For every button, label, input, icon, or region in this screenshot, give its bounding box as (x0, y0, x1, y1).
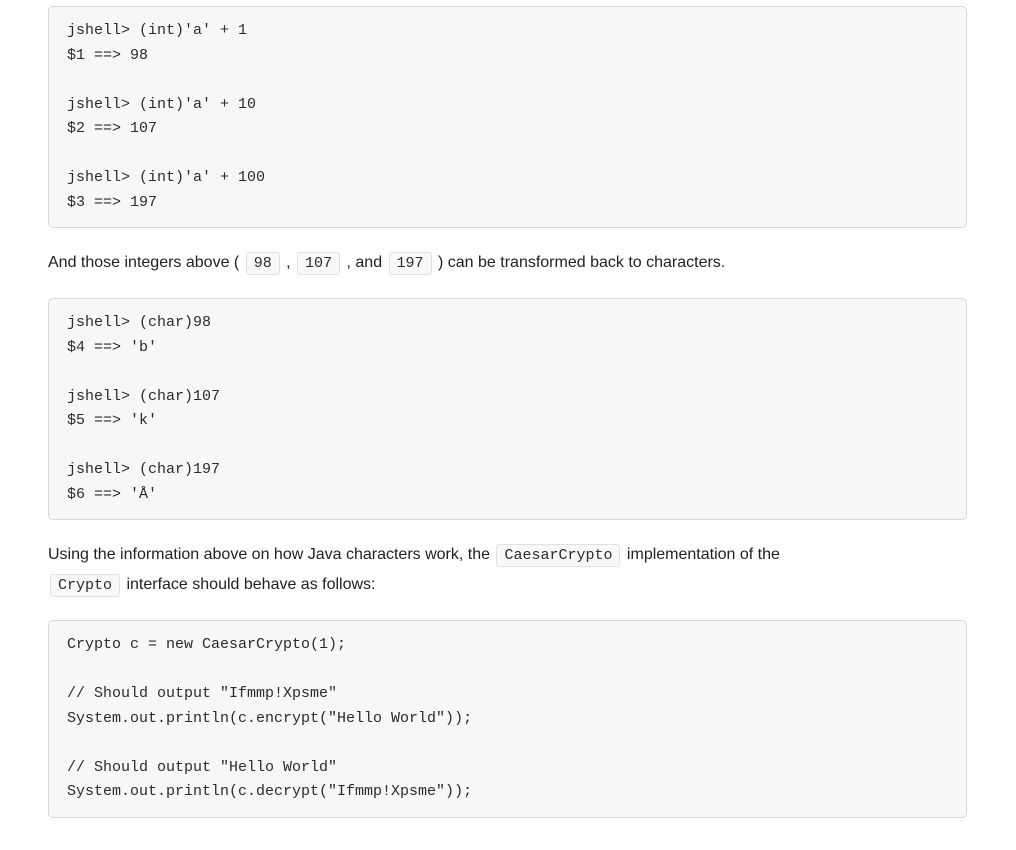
code-block-jshell-char-cast: jshell> (char)98 $4 ==> 'b' jshell> (cha… (48, 298, 967, 520)
text-segment: interface should behave as follows: (122, 576, 376, 593)
paragraph-caesar-crypto-intro: Using the information above on how Java … (48, 540, 967, 600)
inline-code-crypto: Crypto (50, 574, 121, 597)
paragraph-integers-note: And those integers above ( 98 , 107 , an… (48, 248, 967, 278)
text-segment: implementation of the (622, 546, 780, 563)
inline-code-107: 107 (297, 252, 341, 275)
text-segment: ) can be transformed back to characters. (433, 254, 726, 271)
text-segment: , and (342, 254, 387, 271)
text-segment: Using the information above on how Java … (48, 546, 495, 563)
text-segment: And those integers above ( (48, 254, 244, 271)
inline-code-caesarcrypto: CaesarCrypto (496, 544, 621, 567)
code-block-jshell-int-cast: jshell> (int)'a' + 1 $1 ==> 98 jshell> (… (48, 6, 967, 228)
inline-code-98: 98 (245, 252, 280, 275)
inline-code-197: 197 (388, 252, 432, 275)
code-block-caesar-crypto-usage: Crypto c = new CaesarCrypto(1); // Shoul… (48, 620, 967, 818)
text-segment: , (281, 254, 296, 271)
